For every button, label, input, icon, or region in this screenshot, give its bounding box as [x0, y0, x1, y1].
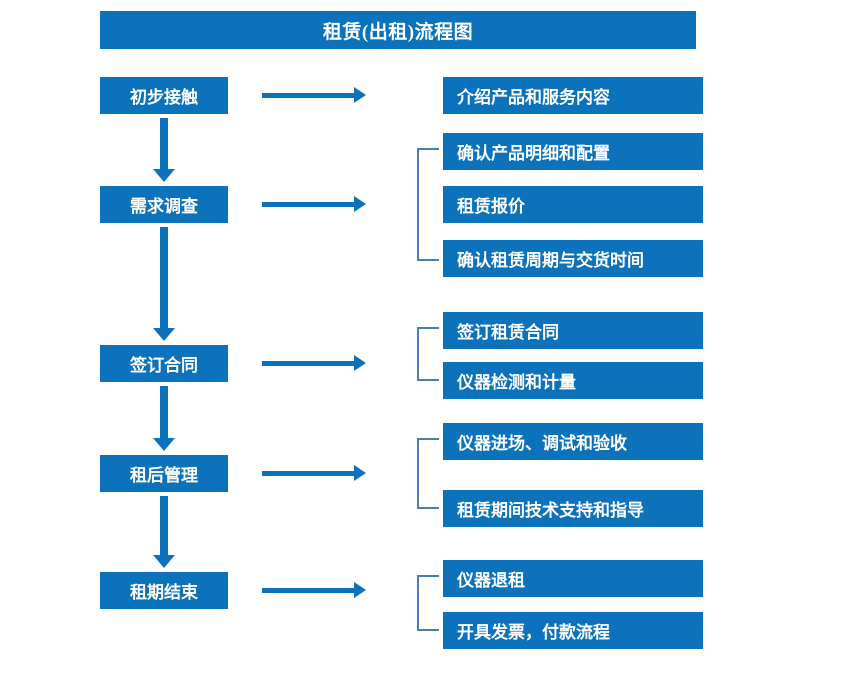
right-arrow-1-shaft — [262, 93, 354, 98]
stage-box-3-label: 签订合同 — [130, 356, 198, 375]
down-arrow-2-head — [153, 328, 175, 341]
stage-box-1-label: 初步接触 — [130, 88, 198, 107]
bracket-group-2 — [417, 148, 439, 261]
down-arrow-1 — [153, 118, 175, 182]
down-arrow-3 — [153, 386, 175, 451]
right-arrow-4 — [262, 465, 366, 481]
detail-box-3-2[interactable]: 仪器检测和计量 — [443, 362, 703, 399]
stage-box-4[interactable]: 租后管理 — [100, 455, 228, 492]
detail-box-4-2-label: 租赁期间技术支持和指导 — [457, 501, 644, 520]
stage-box-3[interactable]: 签订合同 — [100, 345, 228, 382]
detail-box-1-1-label: 介绍产品和服务内容 — [457, 88, 610, 107]
right-arrow-2-head — [354, 196, 366, 212]
right-arrow-2-shaft — [262, 202, 354, 207]
stage-box-5-label: 租期结束 — [130, 583, 198, 602]
detail-box-2-2-label: 租赁报价 — [457, 197, 525, 216]
right-arrow-5 — [262, 582, 366, 598]
detail-box-5-1[interactable]: 仪器退租 — [443, 560, 703, 597]
detail-box-4-2[interactable]: 租赁期间技术支持和指导 — [443, 490, 703, 527]
down-arrow-2 — [153, 227, 175, 341]
detail-box-3-1[interactable]: 签订租赁合同 — [443, 312, 703, 349]
right-arrow-4-head — [354, 465, 366, 481]
down-arrow-1-head — [153, 169, 175, 182]
detail-box-2-2[interactable]: 租赁报价 — [443, 186, 703, 223]
detail-box-4-1[interactable]: 仪器进场、调试和验收 — [443, 423, 703, 460]
right-arrow-1-head — [354, 87, 366, 103]
right-arrow-5-head — [354, 582, 366, 598]
down-arrow-3-head — [153, 438, 175, 451]
detail-box-2-3-label: 确认租赁周期与交货时间 — [457, 251, 644, 270]
down-arrow-1-shaft — [160, 118, 168, 169]
stage-box-1[interactable]: 初步接触 — [100, 77, 228, 114]
stage-box-2-label: 需求调查 — [130, 197, 198, 216]
chart-title: 租赁(出租)流程图 — [100, 11, 696, 49]
bracket-group-5 — [417, 575, 439, 631]
down-arrow-3-shaft — [160, 386, 168, 438]
right-arrow-3-head — [354, 355, 366, 371]
right-arrow-4-shaft — [262, 471, 354, 476]
right-arrow-5-shaft — [262, 588, 354, 593]
detail-box-1-1[interactable]: 介绍产品和服务内容 — [443, 77, 703, 114]
down-arrow-2-shaft — [160, 227, 168, 328]
detail-box-5-2[interactable]: 开具发票，付款流程 — [443, 612, 703, 649]
down-arrow-4-head — [153, 555, 175, 568]
right-arrow-1 — [262, 87, 366, 103]
down-arrow-4 — [153, 496, 175, 568]
right-arrow-2 — [262, 196, 366, 212]
stage-box-2[interactable]: 需求调查 — [100, 186, 228, 223]
detail-box-5-2-label: 开具发票，付款流程 — [457, 623, 610, 642]
right-arrow-3 — [262, 355, 366, 371]
detail-box-3-1-label: 签订租赁合同 — [457, 323, 559, 342]
stage-box-4-label: 租后管理 — [130, 466, 198, 485]
bracket-group-4 — [417, 438, 439, 509]
detail-box-5-1-label: 仪器退租 — [457, 571, 525, 590]
detail-box-4-1-label: 仪器进场、调试和验收 — [457, 434, 627, 453]
down-arrow-4-shaft — [160, 496, 168, 555]
detail-box-3-2-label: 仪器检测和计量 — [457, 373, 576, 392]
stage-box-5[interactable]: 租期结束 — [100, 572, 228, 609]
bracket-group-3 — [417, 327, 439, 381]
detail-box-2-1[interactable]: 确认产品明细和配置 — [443, 133, 703, 170]
detail-box-2-3[interactable]: 确认租赁周期与交货时间 — [443, 240, 703, 277]
detail-box-2-1-label: 确认产品明细和配置 — [457, 144, 610, 163]
right-arrow-3-shaft — [262, 361, 354, 366]
